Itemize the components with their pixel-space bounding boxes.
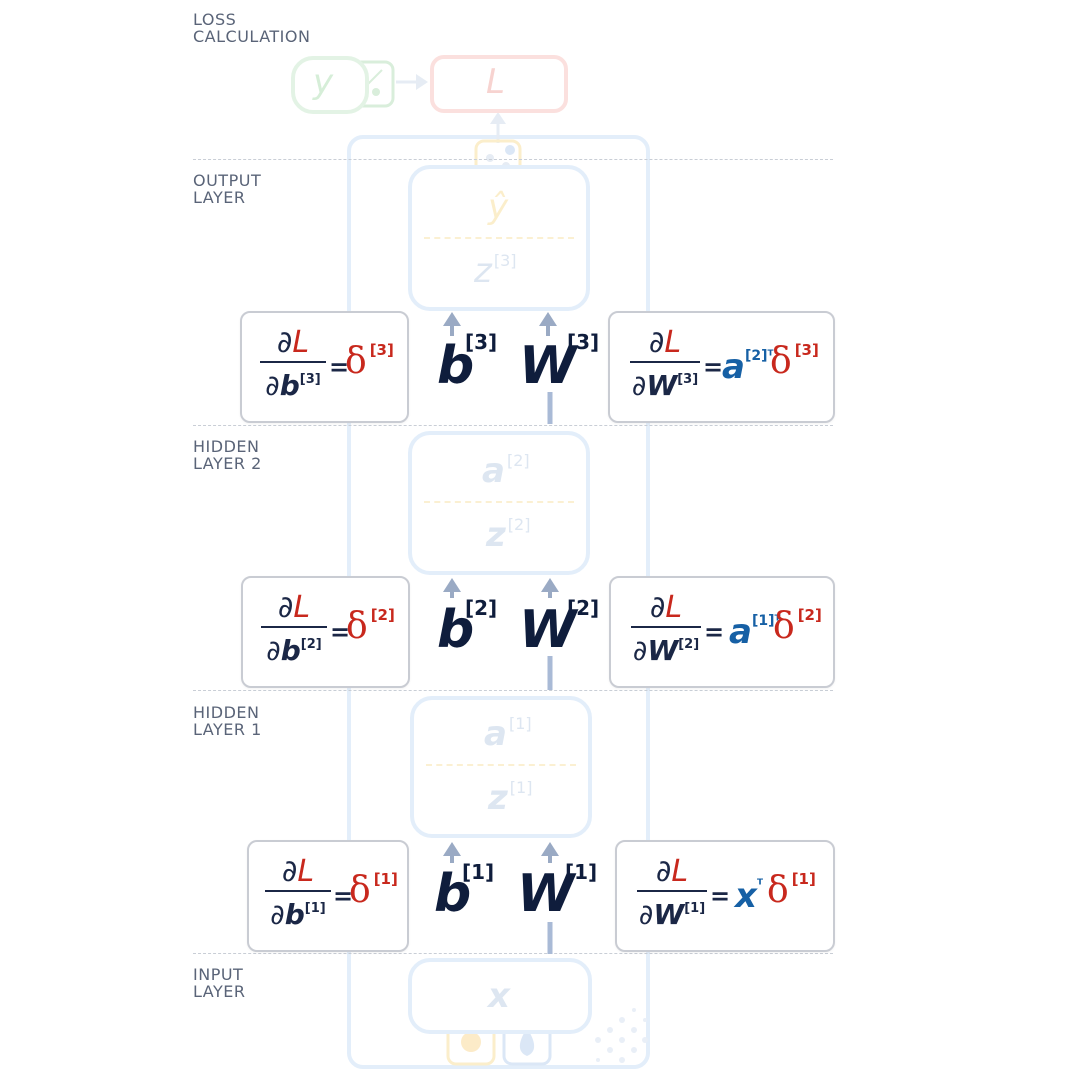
grad-b1-fraction: ∂L ∂b[1] bbox=[265, 856, 331, 930]
bias-b3: b bbox=[437, 336, 475, 396]
input-x-transpose: xᵀ bbox=[735, 876, 763, 916]
weight-w3-sup: [3] bbox=[567, 330, 600, 354]
equals-sign: = bbox=[703, 353, 724, 381]
equals-sign: = bbox=[330, 618, 351, 646]
equals-sign: = bbox=[704, 618, 725, 646]
equals-sign: = bbox=[333, 882, 354, 910]
grad-w1-fraction: ∂L ∂W[1] bbox=[637, 854, 707, 931]
equals-sign: = bbox=[329, 353, 350, 381]
grad-w2-fraction: ∂L ∂W[2] bbox=[631, 590, 701, 667]
z3-label: z[3] bbox=[474, 251, 517, 291]
delta-2: δ[2] bbox=[346, 606, 395, 647]
input-neuron-box: x bbox=[408, 958, 592, 1034]
delta-3: δ[3] bbox=[770, 341, 819, 382]
grad-b2-fraction: ∂L ∂b[2] bbox=[261, 592, 327, 666]
layer-divider bbox=[193, 425, 833, 426]
delta-1: δ[1] bbox=[767, 870, 816, 911]
bias-b1: b bbox=[434, 864, 472, 924]
hidden-2-neuron-box: a[2] z[2] bbox=[408, 431, 590, 575]
output-neuron-box: ŷ z[3] bbox=[408, 165, 590, 311]
grad-w2-box: ∂L ∂W[2] = a[1]ᵀ δ[2] bbox=[609, 576, 835, 688]
grad-b3-fraction: ∂L ∂b[3] bbox=[260, 327, 326, 401]
layer-divider bbox=[193, 159, 833, 160]
bias-b2-sup: [2] bbox=[465, 596, 498, 620]
a1-label: a[1] bbox=[484, 714, 532, 754]
bias-b3-sup: [3] bbox=[465, 330, 498, 354]
y-hat: ŷ bbox=[488, 187, 509, 227]
loss-L: L bbox=[486, 62, 505, 102]
grad-b3-box: ∂L ∂b[3] = δ[3] bbox=[240, 311, 409, 423]
hidden-1-neuron-box: a[1] z[1] bbox=[410, 696, 592, 838]
layer-divider bbox=[193, 953, 833, 954]
target-y-box: y bbox=[291, 56, 369, 114]
weight-w3: W bbox=[519, 336, 577, 396]
loss-box: L bbox=[430, 55, 568, 113]
z1-label: z[1] bbox=[488, 778, 533, 818]
bias-b1-sup: [1] bbox=[462, 860, 495, 884]
layer-divider bbox=[193, 690, 833, 691]
a2-label: a[2] bbox=[482, 451, 530, 491]
grad-b2-box: ∂L ∂b[2] = δ[2] bbox=[241, 576, 410, 688]
bias-b2: b bbox=[437, 600, 475, 660]
halftone-dots bbox=[595, 1008, 648, 1063]
activation-a1-transpose: a[1]ᵀ bbox=[729, 612, 781, 652]
grad-b1-box: ∂L ∂b[1] = δ[1] bbox=[247, 840, 409, 952]
grad-w1-box: ∂L ∂W[1] = xᵀ δ[1] bbox=[615, 840, 835, 952]
activation-a2-transpose: a[2]ᵀ bbox=[722, 347, 774, 387]
grad-w3-fraction: ∂L ∂W[3] bbox=[630, 325, 700, 402]
weight-w2-sup: [2] bbox=[567, 596, 600, 620]
delta-2: δ[2] bbox=[773, 606, 822, 647]
weight-w2: W bbox=[519, 600, 577, 660]
weight-w1: W bbox=[517, 864, 575, 924]
target-y: y bbox=[313, 62, 334, 102]
delta-1: δ[1] bbox=[349, 870, 398, 911]
equals-sign: = bbox=[710, 882, 731, 910]
x-input: x bbox=[488, 976, 510, 1016]
delta-3: δ[3] bbox=[345, 341, 394, 382]
weight-w1-sup: [1] bbox=[565, 860, 598, 884]
z2-label: z[2] bbox=[486, 515, 531, 555]
grad-w3-box: ∂L ∂W[3] = a[2]ᵀ δ[3] bbox=[608, 311, 835, 423]
